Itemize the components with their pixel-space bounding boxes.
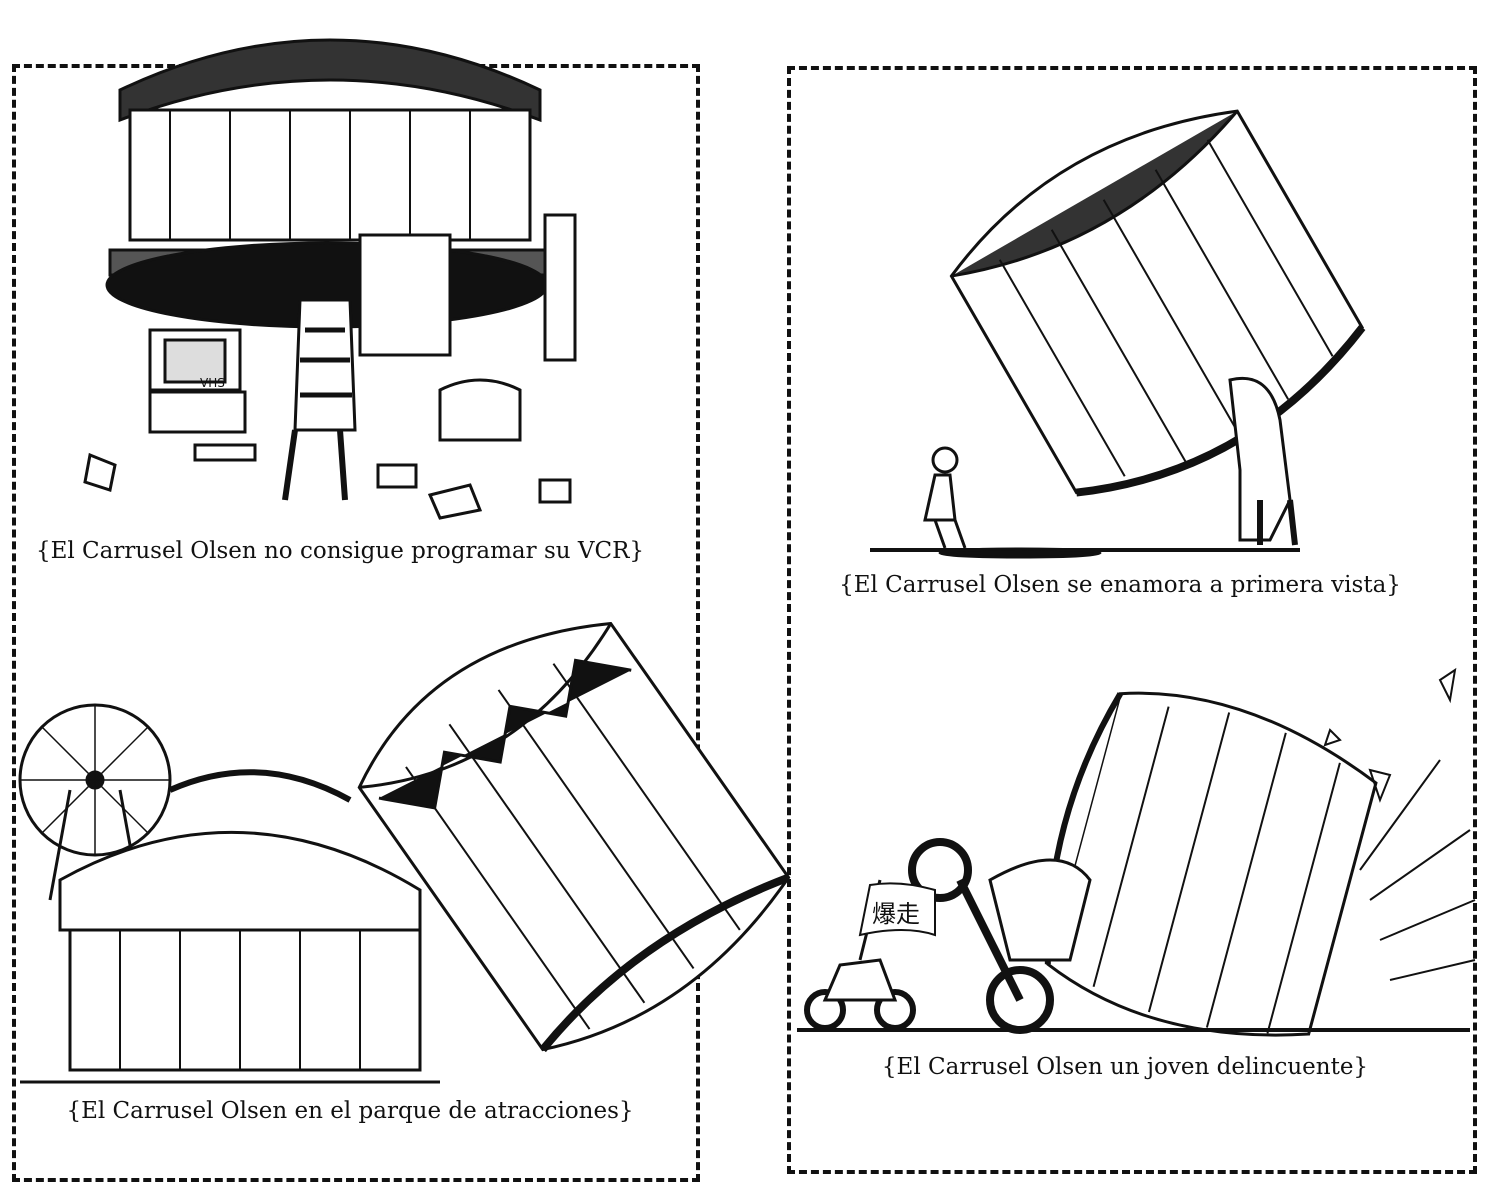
panel-vcr-illustration: VHS bbox=[83, 38, 577, 520]
flag-text: 爆走 bbox=[872, 900, 920, 928]
caption-young-delinquent: {El Carrusel Olsen un joven delincuente} bbox=[881, 1054, 1369, 1080]
right-page-border bbox=[787, 66, 1477, 1174]
caption-vcr: {El Carrusel Olsen no consigue programar… bbox=[35, 538, 645, 564]
panel-park-illustration bbox=[18, 621, 791, 1084]
panel-love-illustration bbox=[870, 109, 1366, 559]
panel-delinquent-illustration: 爆走 bbox=[797, 667, 1476, 1037]
caption-amusement-park: {El Carrusel Olsen en el parque de atrac… bbox=[66, 1098, 634, 1124]
vcr-label: VHS bbox=[200, 376, 225, 390]
caption-love-at-first-sight: {El Carrusel Olsen se enamora a primera … bbox=[839, 572, 1401, 598]
